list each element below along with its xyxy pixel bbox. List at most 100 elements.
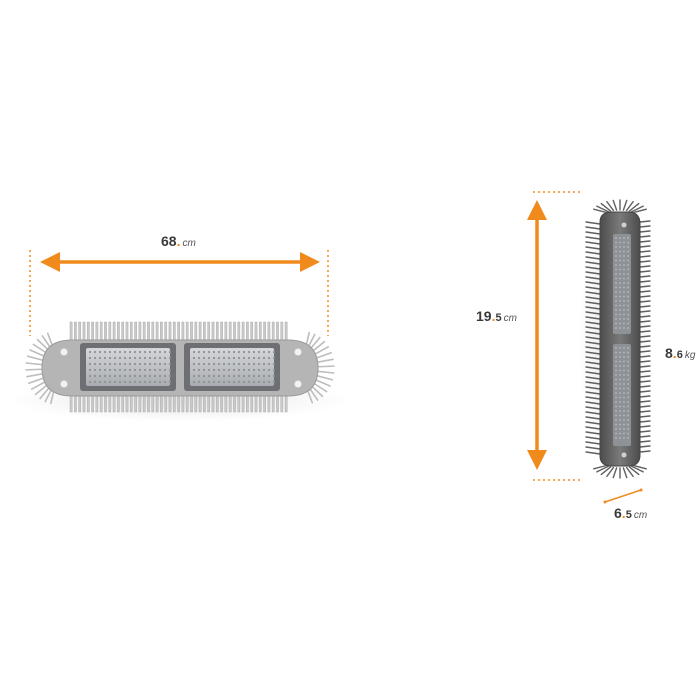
led-dot <box>123 362 127 366</box>
led-dot <box>627 401 629 403</box>
led-dot <box>123 380 127 384</box>
heatsink-fin <box>258 321 262 343</box>
heatsink-fin <box>82 321 86 343</box>
led-dot <box>168 374 172 378</box>
heatsink-fin <box>185 321 189 343</box>
led-dot <box>88 350 92 354</box>
side-fin <box>632 208 648 214</box>
led-dot <box>623 246 625 248</box>
led-dot <box>143 362 147 366</box>
side-fin <box>585 291 601 295</box>
side-fin <box>585 346 601 350</box>
side-fin <box>585 381 601 385</box>
led-dot <box>267 380 271 384</box>
led-dot <box>272 380 276 384</box>
heatsink-fin <box>241 321 245 343</box>
led-dot <box>202 356 206 360</box>
heatsink-fin <box>142 393 146 413</box>
led-dot <box>202 368 206 372</box>
end-cap-fin <box>314 346 330 355</box>
led-dot <box>128 380 132 384</box>
led-dot <box>619 304 621 307</box>
heatsink-fin <box>220 393 223 413</box>
led-dot <box>247 362 251 366</box>
side-fin <box>639 385 651 388</box>
heatsink-fin <box>267 393 271 413</box>
led-dot <box>623 437 625 439</box>
led-dot <box>615 414 617 417</box>
led-dot <box>158 368 162 372</box>
side-led-panel-lower <box>613 344 631 446</box>
led-dot <box>227 356 231 360</box>
side-fin <box>585 296 601 300</box>
led-dot <box>242 380 246 384</box>
side-fin <box>585 321 601 325</box>
led-dot <box>627 246 629 248</box>
heatsink-fin <box>198 393 202 413</box>
height-dimension <box>527 191 580 481</box>
heatsink-fin <box>129 321 133 343</box>
led-dot <box>615 282 617 284</box>
led-dot <box>108 356 112 360</box>
heatsink-fin <box>254 393 258 413</box>
led-dot <box>623 396 625 399</box>
side-fin <box>632 464 648 470</box>
led-dot <box>257 356 261 360</box>
led-dot <box>619 419 621 421</box>
side-fin <box>585 286 601 290</box>
heatsink-fin <box>250 321 254 343</box>
led-dot <box>267 356 271 360</box>
led-dot <box>615 295 617 298</box>
led-dot <box>93 356 97 360</box>
led-dot <box>138 356 142 360</box>
end-cap-fin <box>317 365 335 368</box>
led-dot <box>623 365 625 367</box>
led-dot <box>267 362 271 366</box>
heatsink-fin <box>134 321 137 343</box>
led-dot <box>113 350 117 354</box>
led-dot <box>623 351 625 354</box>
led-dot <box>113 368 117 372</box>
end-cap-fin <box>315 351 332 359</box>
led-dot <box>619 250 621 253</box>
heatsink-fin <box>160 321 163 343</box>
led-dot <box>627 327 629 329</box>
side-fin <box>585 386 601 390</box>
led-dot <box>627 309 629 311</box>
end-cap-fin <box>313 382 328 393</box>
side-fin <box>639 440 651 443</box>
led-dot <box>619 374 621 376</box>
side-fin <box>585 436 601 440</box>
length-value: 68 <box>161 233 177 249</box>
side-fin <box>585 251 601 255</box>
led-dot <box>615 423 617 426</box>
side-fin <box>639 400 651 403</box>
led-dot <box>138 380 142 384</box>
led-dot <box>615 313 617 316</box>
decimal-point: . <box>672 345 677 361</box>
led-dot <box>619 295 621 298</box>
led-dot <box>222 362 226 366</box>
side-fin <box>639 365 651 368</box>
led-dot <box>623 286 625 289</box>
led-dot <box>192 362 196 366</box>
side-fin <box>585 331 601 335</box>
led-dot <box>615 286 617 289</box>
side-fin <box>585 341 601 345</box>
led-dot <box>113 380 117 384</box>
led-dot <box>163 356 167 360</box>
side-fin <box>600 466 612 476</box>
led-dot <box>227 368 231 372</box>
led-dot <box>267 368 271 372</box>
led-dot <box>247 356 251 360</box>
heatsink-fin <box>69 393 73 413</box>
led-dot <box>615 365 617 367</box>
heatsink-fin <box>138 393 142 413</box>
led-dot <box>168 356 172 360</box>
led-dot <box>627 351 629 354</box>
led-dot <box>227 374 231 378</box>
side-fin <box>639 340 651 343</box>
led-dot <box>148 380 152 384</box>
